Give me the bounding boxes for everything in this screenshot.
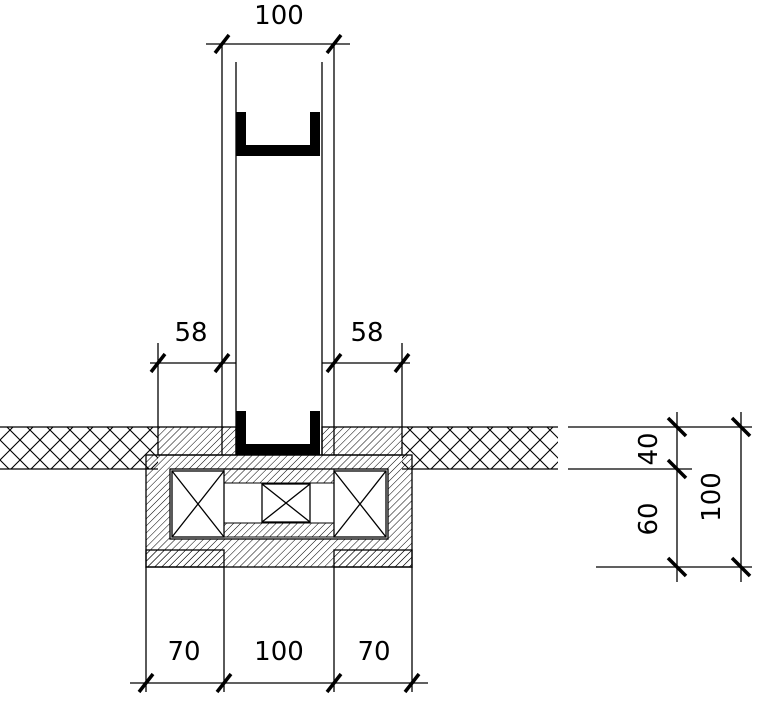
dim-left-offset: [149, 343, 236, 427]
dim-left-offset-label: 58: [174, 318, 207, 348]
bottom-u-channel: [236, 411, 320, 455]
floor-slab-right: [402, 426, 558, 470]
dim-right-top-label: 40: [634, 432, 664, 465]
dim-right-offset-label: 58: [350, 318, 383, 348]
dim-top: [206, 33, 350, 55]
dim-right-offset: [322, 343, 411, 427]
dim-right-bottom-label: 60: [634, 502, 664, 535]
dim-bottom-chain: [130, 567, 428, 694]
dim-bottom-right-label: 70: [357, 637, 390, 667]
dim-right-total-label: 100: [697, 472, 727, 522]
dim-top-label: 100: [254, 1, 304, 31]
dim-bottom-left-label: 70: [167, 637, 200, 667]
dim-bottom-mid-label: 100: [254, 637, 304, 667]
floor-slab-left: [0, 426, 158, 470]
base-channel: [145, 426, 413, 568]
top-u-channel: [236, 112, 320, 156]
dim-right-vertical: [568, 412, 752, 582]
vertical-panel: [221, 44, 335, 455]
